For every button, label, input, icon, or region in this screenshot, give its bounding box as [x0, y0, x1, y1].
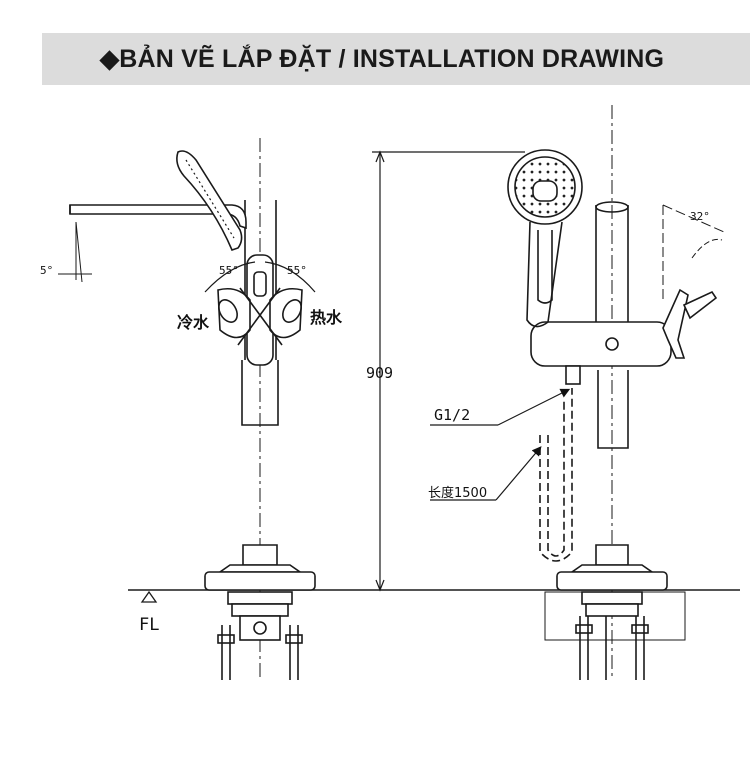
hose-length-label: 长度1500	[428, 485, 487, 501]
angle-right-label: 55°	[287, 264, 307, 277]
right-front-view	[507, 105, 725, 680]
floor-level-marker	[140, 590, 158, 603]
handle-angle-label: 32°	[690, 210, 710, 223]
floor-label: FL	[139, 615, 159, 635]
left-side-view	[58, 138, 316, 680]
title-banner: ◆BẢN VẼ LẮP ĐẶT / INSTALLATION DRAWING	[42, 33, 750, 85]
thread-label: G1/2	[434, 406, 470, 424]
spout-angle-label: 5°	[40, 264, 53, 277]
height-dimension-label: 909	[366, 364, 393, 382]
angle-left-label: 55°	[219, 264, 239, 277]
cold-water-label: 冷水	[177, 313, 210, 332]
height-dimension	[372, 150, 525, 592]
hot-water-label: 热水	[310, 308, 343, 327]
leader-lines	[430, 388, 571, 501]
page-title: ◆BẢN VẼ LẮP ĐẶT / INSTALLATION DRAWING	[99, 45, 665, 73]
